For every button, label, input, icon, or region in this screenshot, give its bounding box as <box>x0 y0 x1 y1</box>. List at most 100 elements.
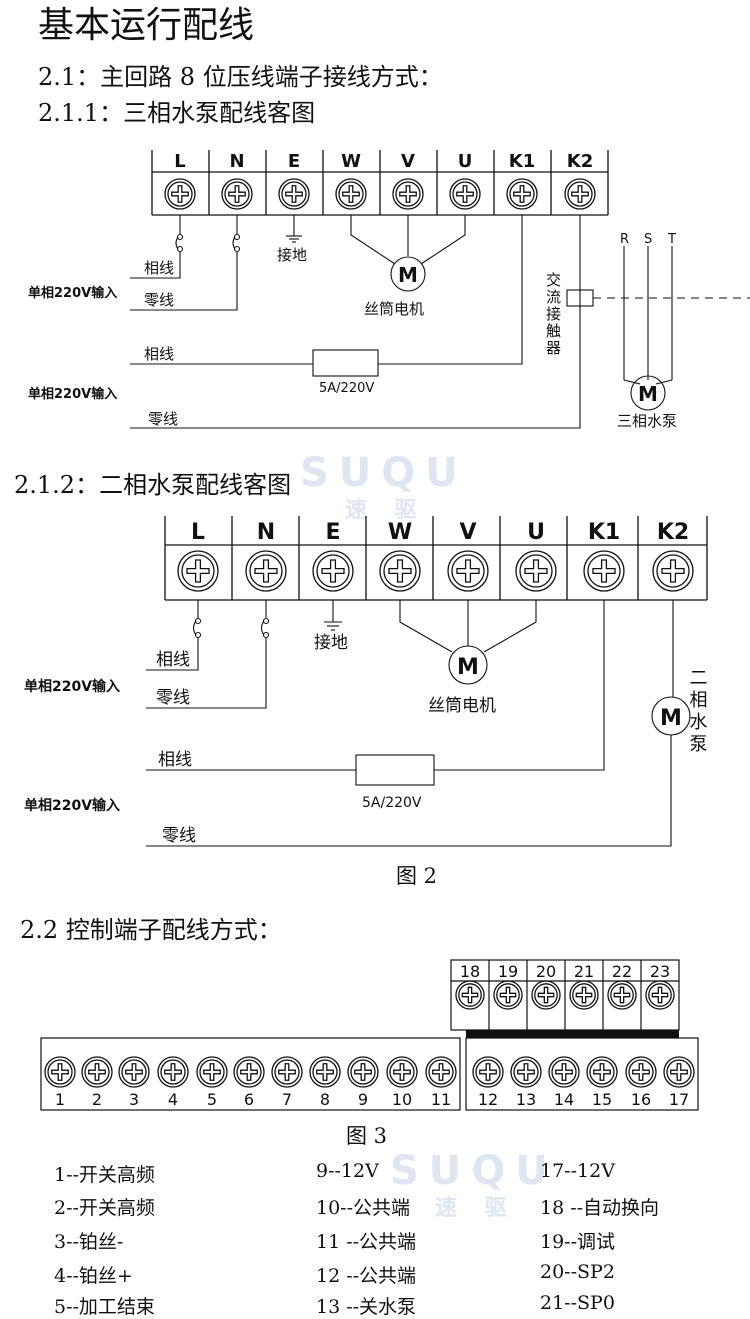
legend-item: 19--调试 <box>540 1231 616 1253</box>
terminal-label: K2 <box>567 151 593 172</box>
legend-item: 17--12V <box>540 1160 615 1182</box>
terminal-label: V <box>401 151 415 172</box>
contactor-label: 交流接触器 <box>544 271 562 357</box>
terminal-screw-icon <box>379 550 421 592</box>
terminal-number: 1 <box>55 1090 65 1109</box>
terminal-label: V <box>459 520 476 545</box>
section-2-2-heading: 2.2 控制端子配线方式： <box>20 916 282 944</box>
legend-item: 10--公共端 <box>316 1197 411 1219</box>
terminal-screw-icon <box>510 1056 542 1088</box>
neutral-wire-label: 零线 <box>148 410 178 428</box>
terminal-number: 6 <box>244 1090 254 1109</box>
terminal-screw-icon <box>392 178 424 210</box>
terminal-screw-icon <box>506 178 538 210</box>
terminal-screw-icon <box>347 1056 379 1088</box>
connector-bar <box>466 1030 679 1038</box>
terminal-screw-icon <box>548 1056 580 1088</box>
terminal-label: W <box>388 520 412 545</box>
input-label: 单相220V输入 <box>24 797 120 814</box>
terminal-labels-2: L N E W V U K1 K2 <box>191 520 689 545</box>
terminal-label: K1 <box>509 151 535 172</box>
watermark-brand-2: SUQU <box>390 1148 558 1194</box>
phase-wire-label: 相线 <box>156 650 190 670</box>
fuse-rating: 5A/220V <box>362 795 422 811</box>
bottom-terminal-strip <box>40 1037 699 1111</box>
top-terminal-strip <box>450 959 680 1031</box>
terminal-screws-1 <box>164 178 596 210</box>
legend-item: 9--12V <box>316 1160 379 1182</box>
legend-item: 3--铂丝- <box>54 1231 124 1253</box>
terminal-number: 20 <box>536 962 556 981</box>
watermark-sub-2: 速 驱 <box>435 1196 517 1221</box>
terminal-number: 18 <box>460 962 480 981</box>
terminal-number: 23 <box>650 962 670 981</box>
pump-label: 三相水泵 <box>617 412 677 430</box>
phase-t: T <box>667 232 676 247</box>
terminal-screw-icon <box>531 980 561 1010</box>
legend-item: 18 --自动换向 <box>540 1197 660 1219</box>
watermark-brand: SUQU <box>300 450 468 496</box>
wires-1 <box>130 215 750 429</box>
legend-item: 4--铂丝+ <box>54 1265 133 1287</box>
terminal-number: 9 <box>358 1090 368 1109</box>
legend-item: 12 --公共端 <box>316 1265 417 1287</box>
phase-r: R <box>620 232 629 247</box>
terminal-screw-icon <box>245 550 287 592</box>
terminal-screw-icon <box>157 1056 189 1088</box>
figure-3-caption: 图 3 <box>346 1124 388 1148</box>
terminal-block-1 <box>151 150 609 216</box>
terminal-screw-icon <box>81 1056 113 1088</box>
terminal-number: 2 <box>92 1090 102 1109</box>
terminal-screw-icon <box>447 550 489 592</box>
motor-label: 丝筒电机 <box>364 300 424 318</box>
terminal-number: 12 <box>478 1090 498 1109</box>
terminal-screw-icon <box>645 980 675 1010</box>
section-2-1-heading: 2.1：主回路 8 位压线端子接线方式： <box>38 63 443 91</box>
terminal-number: 3 <box>129 1090 139 1109</box>
terminal-screw-icon <box>278 178 310 210</box>
watermark-1: SUQU <box>300 450 468 496</box>
terminal-label: E <box>288 151 300 172</box>
wires-2 <box>146 600 691 847</box>
phase-wire-label: 相线 <box>144 259 174 277</box>
terminal-screw-icon <box>335 178 367 210</box>
input-label: 单相220V输入 <box>24 678 120 695</box>
terminal-number: 16 <box>631 1090 651 1109</box>
motor-symbol: M <box>398 263 418 287</box>
motor-symbol: M <box>457 655 479 680</box>
terminal-label: K1 <box>588 520 620 545</box>
terminal-number: 7 <box>282 1090 292 1109</box>
phase-s: S <box>644 232 652 247</box>
neutral-wire-label: 零线 <box>144 291 174 309</box>
neutral-wire-label: 零线 <box>156 688 190 708</box>
watermark-sub: 速 驱 <box>345 498 427 523</box>
terminal-number: 11 <box>431 1090 451 1109</box>
terminal-screw-icon <box>586 1056 618 1088</box>
terminal-label: K2 <box>657 520 689 545</box>
legend-item: 2--开关高频 <box>54 1197 155 1219</box>
terminal-screw-icon <box>583 550 625 592</box>
input-label: 单相220V输入 <box>28 386 117 402</box>
phase-wire-label: 相线 <box>158 750 192 770</box>
terminal-screw-icon <box>196 1056 228 1088</box>
terminal-number: 21 <box>574 962 594 981</box>
terminal-number: 14 <box>554 1090 574 1109</box>
terminal-screw-icon <box>472 1056 504 1088</box>
pump-motor-symbol: M <box>638 382 658 406</box>
terminal-screw-icon <box>233 1056 265 1088</box>
terminal-number: 4 <box>168 1090 178 1109</box>
phase-wire-label: 相线 <box>144 345 174 363</box>
terminal-label: N <box>257 520 275 545</box>
legend-item: 11 --公共端 <box>316 1231 417 1253</box>
terminal-screw-icon <box>493 980 523 1010</box>
pump-motor-symbol: M <box>660 706 682 731</box>
terminal-screw-icon <box>625 1056 657 1088</box>
legend-item: 21--SP0 <box>540 1292 615 1314</box>
terminal-labels-1: L N E W V U K1 K2 <box>174 151 593 172</box>
terminal-screw-icon <box>386 1056 418 1088</box>
terminal-number: 22 <box>612 962 632 981</box>
